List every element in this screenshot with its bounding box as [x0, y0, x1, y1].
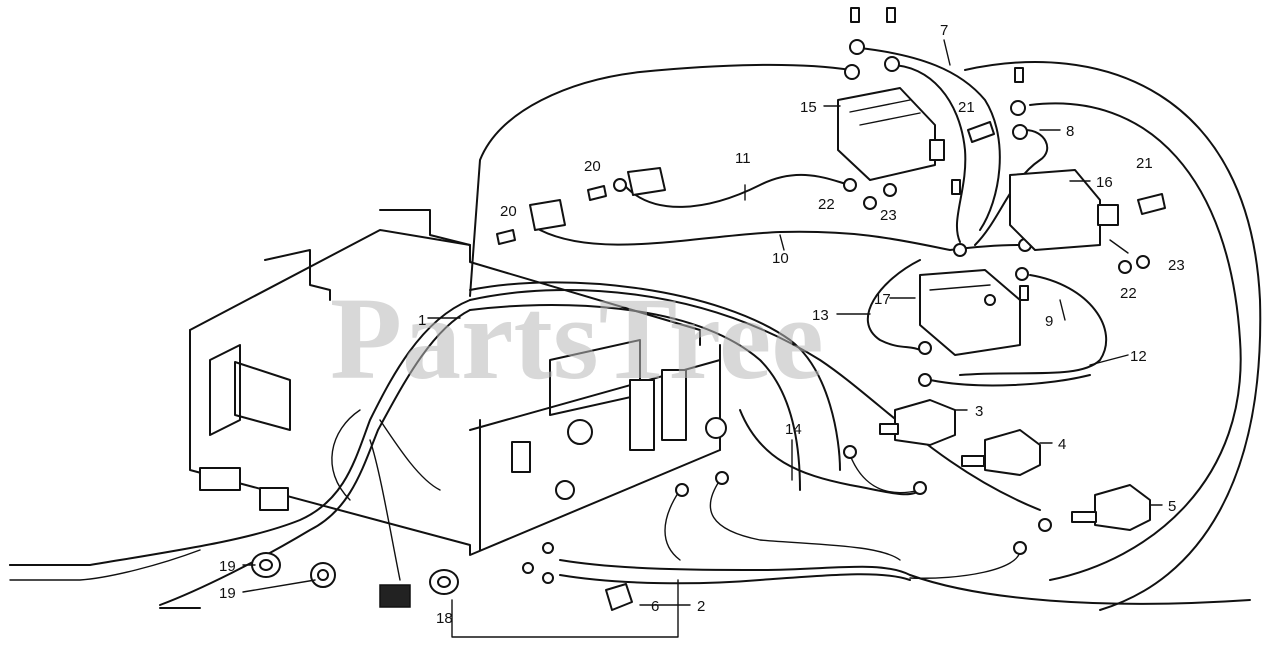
callout-11: 11	[735, 150, 751, 167]
callout-10: 10	[772, 250, 789, 267]
control-box-housing	[189, 209, 727, 556]
callout-18: 18	[436, 610, 453, 627]
callout-12: 12	[1130, 348, 1147, 365]
watermark-text: PartsTree	[330, 273, 824, 404]
callout-23b: 23	[1168, 257, 1185, 274]
callout-8: 8	[1066, 123, 1074, 140]
callout-5: 5	[1168, 498, 1176, 515]
callout-2: 2	[697, 598, 705, 615]
callout-9: 9	[1045, 313, 1053, 330]
callout-22b: 22	[1120, 285, 1137, 302]
callout-19a: 19	[219, 558, 236, 575]
main-wire-harness	[9, 63, 1041, 609]
callout-20a: 20	[584, 158, 601, 175]
callout-20b: 20	[500, 203, 517, 220]
fastener-parts	[496, 7, 1166, 301]
callout-16: 16	[1096, 174, 1113, 191]
switch-parts	[879, 399, 1151, 531]
sub-harness	[522, 471, 1251, 611]
callout-4: 4	[1058, 436, 1066, 453]
callout-19b: 19	[219, 585, 236, 602]
callout-6: 6	[651, 598, 659, 615]
leader-lines	[242, 39, 1163, 638]
callout-3: 3	[975, 403, 983, 420]
callout-7: 7	[940, 22, 948, 39]
callout-21a: 21	[958, 99, 975, 116]
callout-23a: 23	[880, 207, 897, 224]
battery-cables	[539, 39, 1262, 611]
relay-and-solenoid-parts	[529, 87, 1119, 356]
callout-21b: 21	[1136, 155, 1153, 172]
callout-13: 13	[812, 307, 829, 324]
grommet-parts	[251, 552, 459, 595]
part-callouts: 1 2 3 4 5 6 7 8 9 10 11 12 13 14 15 16 1…	[219, 22, 1185, 627]
callout-17: 17	[874, 291, 891, 308]
callout-14: 14	[785, 421, 802, 438]
callout-15: 15	[800, 99, 817, 116]
callout-22a: 22	[818, 196, 835, 213]
callout-1: 1	[418, 312, 426, 329]
